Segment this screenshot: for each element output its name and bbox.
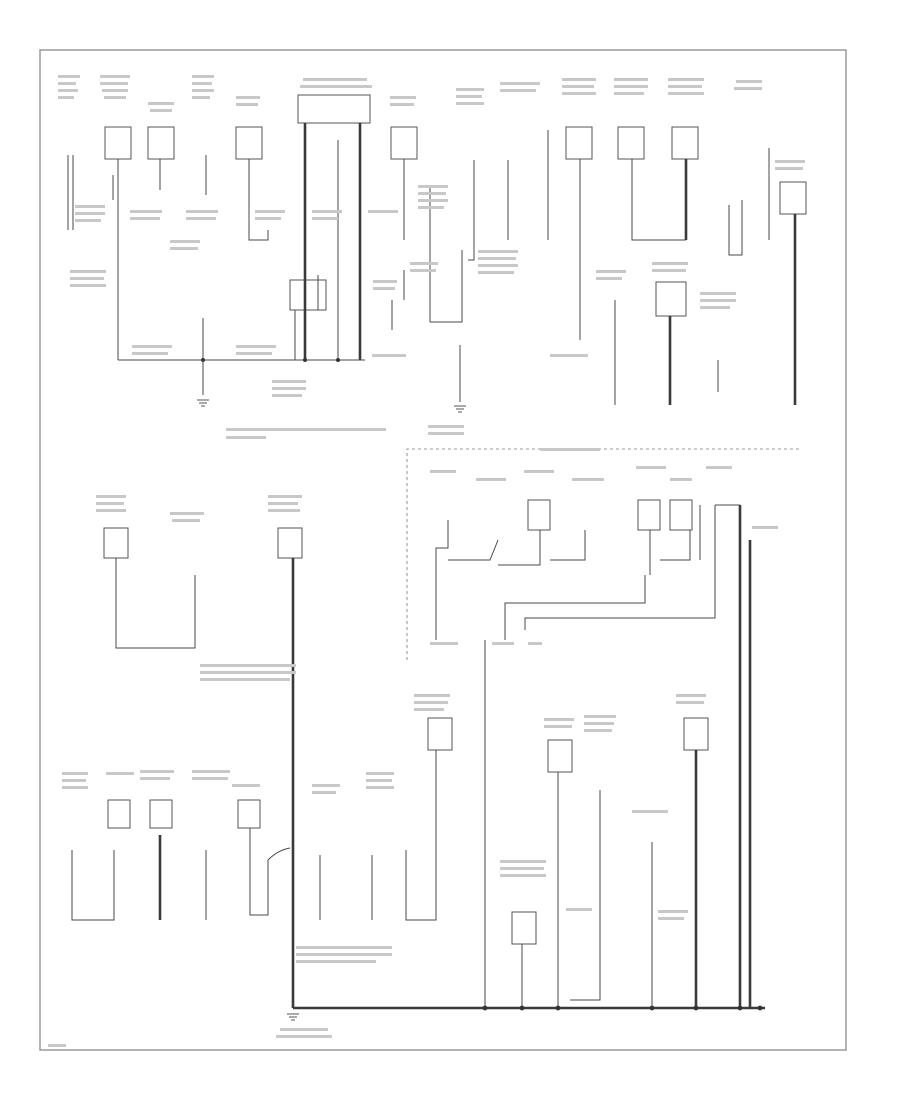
wire <box>468 160 475 261</box>
component-box <box>779 181 807 215</box>
wire <box>631 159 686 241</box>
component-box <box>104 126 132 160</box>
label <box>528 642 542 645</box>
component-box <box>637 499 661 531</box>
wire <box>728 200 743 256</box>
component-box <box>107 799 131 829</box>
wire <box>738 505 752 1008</box>
splice-node <box>693 1005 699 1011</box>
component-box <box>149 799 173 829</box>
wire <box>294 275 319 360</box>
splice-node <box>303 358 307 362</box>
wire <box>112 159 119 360</box>
wire <box>405 750 437 921</box>
component-box <box>655 281 687 317</box>
wire <box>115 558 196 649</box>
component-box <box>289 279 327 311</box>
wire <box>524 504 740 630</box>
bottom-labels <box>48 694 706 1047</box>
bottom-section <box>48 694 765 1047</box>
wire <box>391 270 405 330</box>
component-box <box>277 527 303 559</box>
diagram-border <box>39 49 847 1051</box>
component-box <box>147 126 175 160</box>
ground-symbol <box>287 1013 299 1021</box>
splice-node <box>757 1005 763 1011</box>
splice-node <box>336 358 340 362</box>
wire <box>504 575 646 640</box>
ground-symbol <box>197 399 209 407</box>
component-box <box>669 499 693 531</box>
wire <box>67 155 74 230</box>
label <box>492 642 514 645</box>
component-box <box>671 126 699 160</box>
splice-node <box>649 1005 655 1011</box>
label <box>430 642 458 645</box>
wire <box>249 828 291 916</box>
component-box <box>427 717 453 751</box>
middle-right-section <box>430 466 778 1008</box>
component-box <box>683 717 709 751</box>
wire <box>429 185 463 323</box>
splice-node <box>555 1005 561 1011</box>
component-box <box>511 911 537 945</box>
wire <box>248 159 269 241</box>
component-box <box>565 126 593 160</box>
component-box <box>103 527 129 559</box>
middle-left-section <box>96 495 303 1008</box>
splice-node <box>482 1005 488 1011</box>
component-box <box>297 94 371 124</box>
component-box <box>237 799 261 829</box>
wire <box>448 530 541 566</box>
harness-boundary <box>406 448 800 660</box>
component-box <box>527 499 551 531</box>
ground-symbol <box>454 405 466 413</box>
wire <box>435 520 449 640</box>
component-box <box>617 126 645 160</box>
harness-label <box>540 448 600 451</box>
component-box <box>390 126 418 160</box>
wire <box>649 530 691 575</box>
component-labels <box>58 75 805 439</box>
top-section <box>58 75 807 439</box>
wire <box>550 530 586 561</box>
component-box <box>547 739 573 773</box>
wire <box>71 850 115 921</box>
component-box <box>235 126 263 160</box>
splice-node <box>519 1005 525 1011</box>
splice-node <box>737 1005 743 1011</box>
wire <box>570 790 601 1001</box>
